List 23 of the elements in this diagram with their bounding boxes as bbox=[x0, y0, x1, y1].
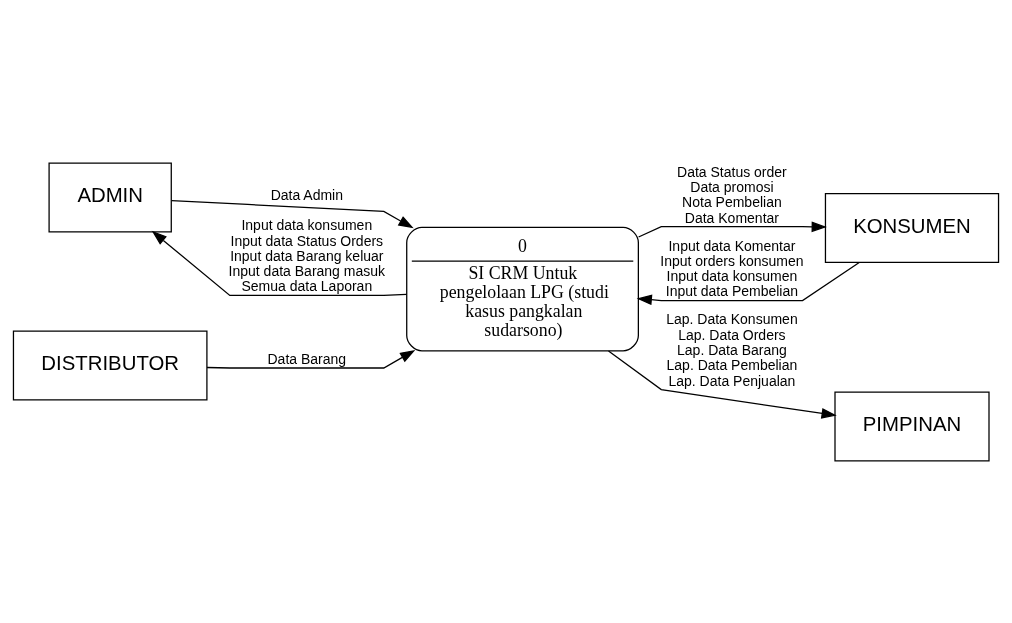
edge-label: Input data Status Orders bbox=[230, 232, 384, 249]
edge-label: Lap. Data Penjualan bbox=[668, 372, 796, 389]
node-box: ADMIN bbox=[48, 161, 172, 232]
edge-label: Lap. Data Orders bbox=[678, 326, 786, 343]
arrow bbox=[170, 199, 414, 228]
edge-label: Data Status order bbox=[677, 163, 787, 180]
arrow bbox=[206, 349, 416, 369]
arrow bbox=[151, 230, 408, 296]
node-box: PIMPINAN bbox=[834, 391, 990, 462]
node-box: 0 SI CRM Untuk pengelolaan LPG (studi kasus pangkalan sudarsono) bbox=[406, 226, 639, 351]
arrow bbox=[636, 261, 860, 305]
arrow bbox=[607, 349, 837, 419]
edge-label: Input data Komentar bbox=[668, 237, 796, 254]
edge-label: Input data konsumen bbox=[666, 267, 798, 284]
edge-label: Input data konsumen bbox=[241, 216, 373, 233]
node-box: DISTRIBUTOR bbox=[12, 329, 208, 400]
arrow bbox=[637, 221, 827, 238]
node-box: KONSUMEN bbox=[824, 192, 1000, 263]
edge-label: Data Komentar bbox=[684, 209, 779, 226]
edge-label: Lap. Data Konsumen bbox=[666, 310, 798, 327]
edge-label: Data Barang bbox=[267, 350, 347, 367]
edge-label: Data promosi bbox=[690, 178, 774, 195]
edge-label: Data Admin bbox=[270, 186, 344, 203]
